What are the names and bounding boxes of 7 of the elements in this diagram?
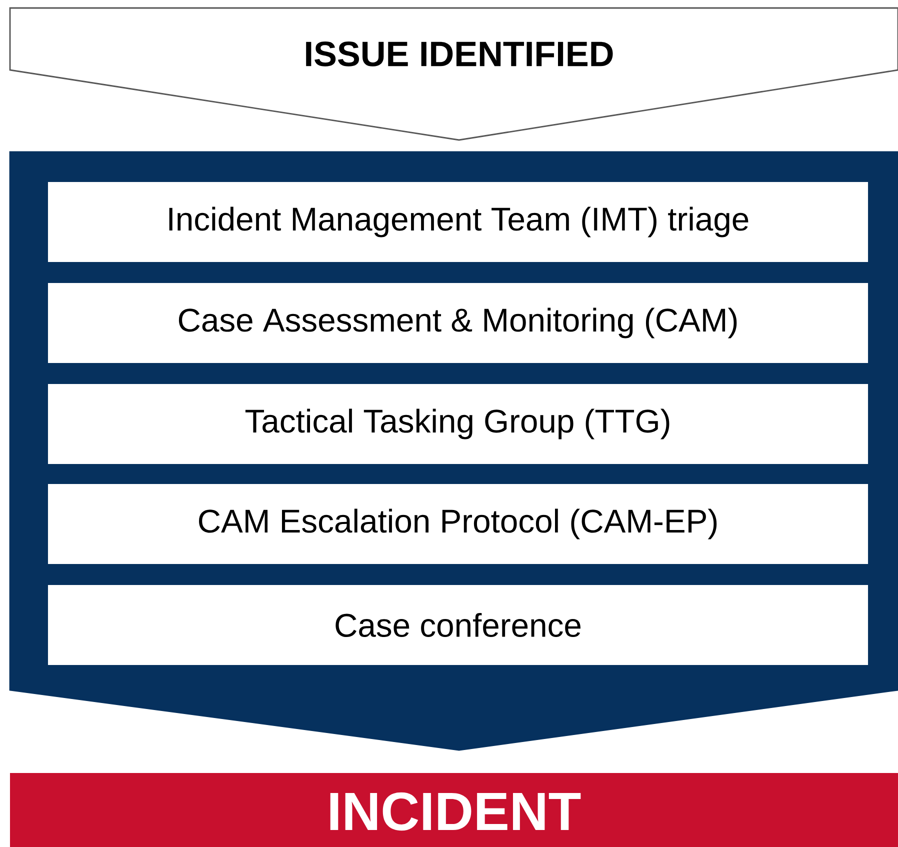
stage-box: Case conference	[48, 584, 868, 665]
incident-banner: INCIDENT	[10, 772, 898, 847]
stage-box: Case Assessment & Monitoring (CAM)	[48, 282, 868, 363]
stage-box: Tactical Tasking Group (TTG)	[48, 384, 868, 464]
stage-box: Incident Management Team (IMT) triage	[48, 182, 868, 262]
chevron-banner: ISSUE IDENTIFIED	[9, 7, 898, 141]
stage-box: CAM Escalation Protocol (CAM-EP)	[48, 484, 868, 564]
